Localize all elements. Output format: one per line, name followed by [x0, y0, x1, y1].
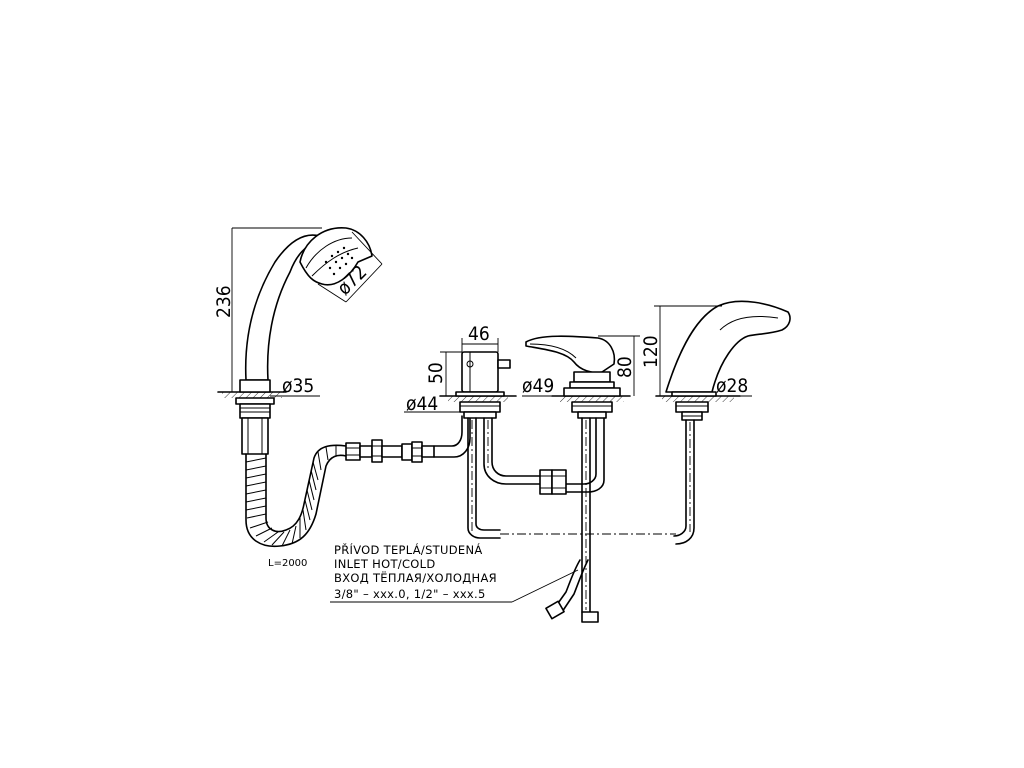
inlet-note-leader	[511, 569, 579, 603]
inlet-note: PŘÍVOD TEPLÁ/STUDENÁ INLET HOT/COLD ВХОД…	[330, 542, 579, 603]
mixer-height-label: 80	[614, 356, 636, 378]
shower-base-dia-label: ø35	[282, 375, 314, 397]
hose-inner	[265, 444, 347, 533]
mixer-lever	[525, 335, 616, 374]
diverter-width-label: 46	[468, 323, 490, 345]
diverter-body	[461, 351, 499, 393]
spout: 120 ø28	[500, 300, 791, 545]
diverter: 46 50 ø44	[404, 323, 541, 539]
spout-body	[665, 300, 791, 393]
mixer-inlet-nut-2	[545, 600, 565, 620]
shower-nozzles	[324, 246, 354, 276]
spout-base-dia-label: ø28	[716, 375, 748, 397]
spout-height-label: 120	[640, 335, 662, 368]
inlet-note-line2: INLET HOT/COLD	[334, 557, 436, 571]
mixer-base-dia-label: ø49	[522, 375, 554, 397]
inlet-note-line4: 3/8" – xxx.0, 1/2" – xxx.5	[334, 587, 486, 601]
hose-nut-1	[345, 442, 361, 461]
inlet-note-line1: PŘÍVOD TEPLÁ/STUDENÁ	[334, 542, 483, 557]
diverter-base-dia-label: ø44	[406, 393, 438, 415]
mixer-inlet-nut-1	[581, 611, 599, 623]
hose-length-label: L=2000	[268, 558, 307, 569]
shower-height-label: 236	[213, 285, 235, 318]
diverter-height-label: 50	[425, 362, 447, 384]
inlet-note-line3: ВХОД ТЁПЛАЯ/ХОЛОДНАЯ	[334, 570, 497, 585]
mixer: ø49 80	[522, 335, 640, 623]
hose-spiral	[245, 446, 337, 547]
hose-outer	[245, 453, 347, 548]
shower-deck-hatch	[222, 392, 282, 398]
